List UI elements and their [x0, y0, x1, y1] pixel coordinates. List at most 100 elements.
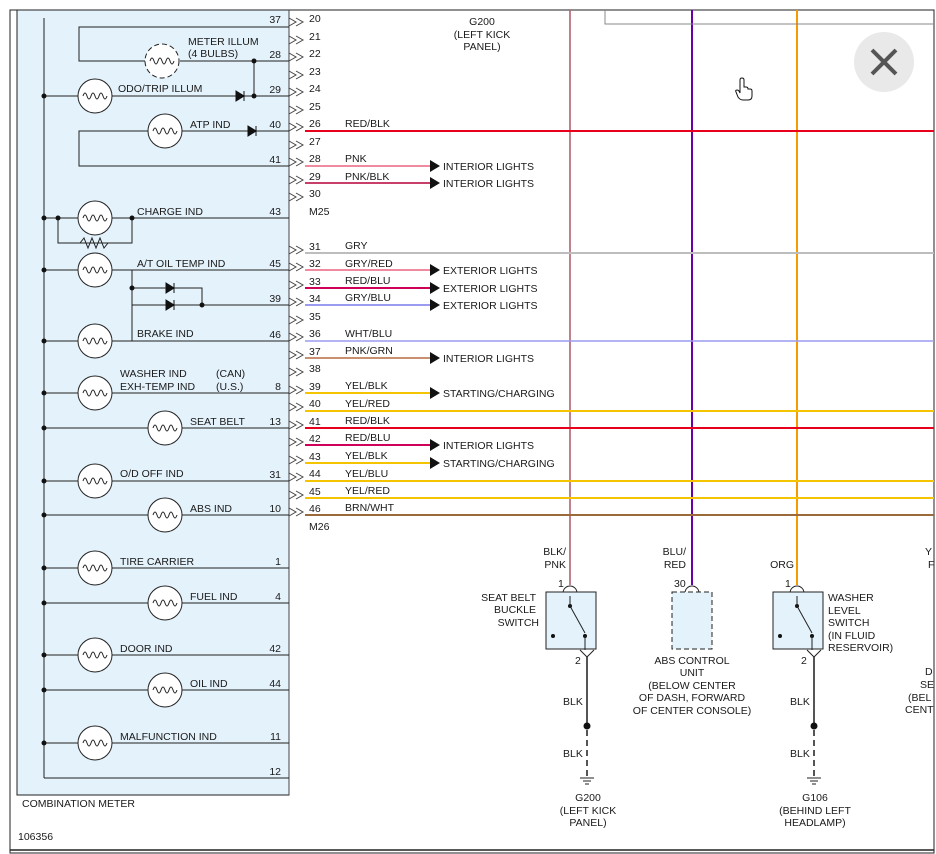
abs-loc-2: OF DASH, FORWARD	[639, 692, 746, 704]
connector-pin: 21	[309, 31, 321, 43]
hand-cursor-icon	[735, 77, 753, 101]
connector-pin: 22	[309, 48, 321, 60]
arrow-icon	[430, 264, 440, 276]
seat-belt-switch-box	[545, 591, 597, 650]
connector-pin: 34	[309, 293, 321, 305]
connector-chevron-icon	[288, 122, 305, 132]
abs-pin: 30	[674, 578, 686, 590]
junction-dot	[41, 740, 47, 746]
combination-meter-label: COMBINATION METER	[22, 798, 135, 810]
close-icon	[870, 48, 898, 76]
meter-pin-numbers: 37 28 29 40 41 43 45 39 46 8 13 31 10 1 …	[269, 14, 281, 778]
switch-blade	[569, 605, 586, 634]
connector-pin: 42	[309, 433, 321, 445]
label-charge: CHARGE IND	[137, 206, 203, 218]
connector-pin: 37	[309, 346, 321, 358]
junction-dot	[41, 93, 47, 99]
connector-pin: 40	[309, 398, 321, 410]
atp-wire	[78, 130, 289, 167]
connector-chevron-icon	[288, 157, 305, 167]
wire-color-label: RED/BLK	[345, 118, 390, 130]
bulb-icon	[144, 43, 180, 79]
junction-dot	[41, 478, 47, 484]
label-meter-illum: METER ILLUM	[188, 36, 259, 48]
connector-pin: 38	[309, 363, 321, 375]
label-at-oil: A/T OIL TEMP IND	[137, 258, 226, 270]
bulb-icon	[77, 252, 113, 288]
wire-color-label: PNK	[345, 153, 367, 165]
bulb-icon	[77, 463, 113, 499]
arrow-icon	[430, 457, 440, 469]
connector-cap-icon	[684, 585, 700, 594]
switch-contact-dot	[778, 634, 782, 638]
meter-pin: 4	[275, 591, 281, 603]
abs-loc-1: (BELOW CENTER	[648, 680, 736, 692]
washer-wire-color: ORG	[770, 559, 794, 571]
wire-color-label: YEL/BLK	[345, 450, 388, 462]
label-washer: WASHER IND	[120, 368, 187, 380]
label-od-off: O/D OFF IND	[120, 468, 184, 480]
destination-label: INTERIOR LIGHTS	[443, 353, 534, 365]
junction-dot	[251, 93, 257, 99]
wire-color-label: GRY/BLU	[345, 292, 391, 304]
washer-name-1: WASHER	[828, 592, 874, 604]
seat-belt-wire-color: BLK/	[543, 546, 566, 558]
destination-label: EXTERIOR LIGHTS	[443, 300, 538, 312]
at-diode-wire	[131, 270, 289, 306]
g106-ground-loc-1: (BEHIND LEFT	[779, 805, 851, 817]
washer-ground-wire-color: BLK	[790, 696, 810, 708]
destination-label: STARTING/CHARGING	[443, 458, 555, 470]
seat-belt-buckle-switch: BLK/ PNK 1 2 SEAT BELT BUCKLE SWITCH BLK…	[481, 546, 616, 829]
bulb-icon	[77, 550, 113, 586]
switch-blade	[796, 605, 813, 634]
bulb-icon	[77, 725, 113, 761]
close-button[interactable]	[854, 32, 914, 92]
bulb-icon	[147, 585, 183, 621]
connector-chevron-icon	[288, 507, 305, 517]
charge-resistor-loop	[57, 218, 133, 244]
meter-pin: 44	[269, 678, 281, 690]
junction-dot	[251, 58, 257, 64]
connector-chevron-icon	[288, 472, 305, 482]
junction-dot	[41, 267, 47, 273]
junction-dot	[41, 652, 47, 658]
g106-ground-label: G106	[802, 792, 828, 804]
connector-pin: 24	[309, 83, 321, 95]
bulb-icon	[77, 78, 113, 114]
label-odo-trip: ODO/TRIP ILLUM	[118, 83, 202, 95]
junction-dot	[41, 425, 47, 431]
label-meter-illum-sub: (4 BULBS)	[188, 48, 238, 60]
seat-belt-name-2: BUCKLE	[494, 604, 536, 616]
top-bracket-line	[604, 10, 934, 25]
connector-pin: 33	[309, 276, 321, 288]
diode-icon	[247, 125, 257, 137]
abs-name-2: UNIT	[680, 667, 705, 679]
connector-pin: 20	[309, 13, 321, 25]
meter-pin: 43	[269, 206, 281, 218]
label-can: (CAN)	[216, 368, 245, 380]
connector-chevron-icon	[288, 105, 305, 115]
g106-ground-loc-2: HEADLAMP)	[784, 817, 845, 829]
wire-color-label: RED/BLU	[345, 275, 391, 287]
diode-icon	[165, 299, 175, 311]
label-exh: EXH-TEMP IND	[120, 381, 195, 393]
connector-pin: 43	[309, 451, 321, 463]
ground-icon	[807, 777, 821, 785]
washer-pin-2: 2	[801, 655, 807, 667]
connector-pin-numbers: 20 21 22 23 24 25 26 27 28 29 30 31 32 3…	[309, 13, 330, 533]
connector-chevron-icon	[288, 350, 305, 360]
washer-level-switch: ORG 1 2 WASHER LEVEL SWITCH (IN FLUID RE…	[770, 559, 893, 829]
cutoff-text: CENT	[905, 704, 934, 716]
seat-belt-name-1: SEAT BELT	[481, 592, 536, 604]
label-malfunction: MALFUNCTION IND	[120, 731, 217, 743]
junction-dot	[41, 512, 47, 518]
diagram-number: 106356	[18, 831, 53, 843]
connector-chevron-icon	[288, 297, 305, 307]
connector-chevron-icon	[288, 367, 305, 377]
diodes	[165, 90, 257, 311]
connector-chevron-icon	[288, 420, 305, 430]
abs-name-1: ABS CONTROL	[654, 655, 729, 667]
arrow-icon	[430, 387, 440, 399]
wire-color-labels: RED/BLK PNK PNK/BLK GRY GRY/RED RED/BLU …	[345, 118, 395, 514]
